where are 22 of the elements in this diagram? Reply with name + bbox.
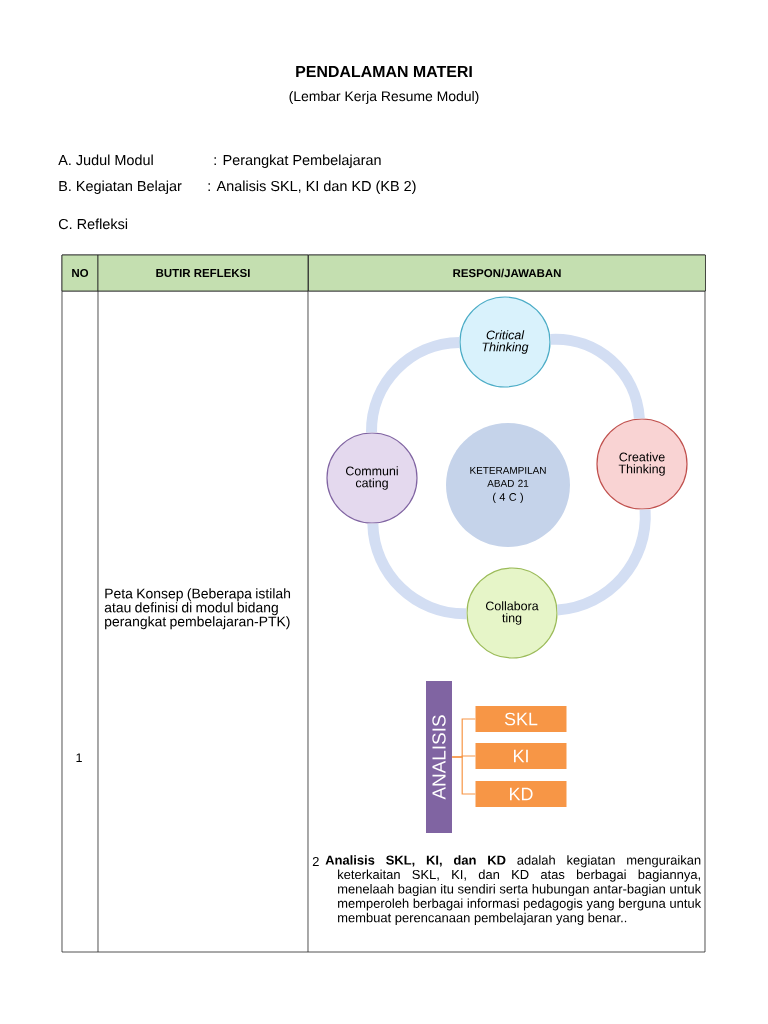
paragraph: Analisis SKL, KI, dan KD adalah kegiatan menguraikan keterkaitan SKL, KI, dan KD atas berbagai bagiannya, menelaah bagian itu sendiri serta hubungan antar-bagian untuk memperoleh berbagai informasi pedagogis yang berguna untuk membuat perencanaan pembelajaran yang benar.. <box>325 855 702 925</box>
label-box: KI <box>475 743 567 769</box>
label-box: SKL <box>475 706 567 732</box>
ring-arc <box>367 523 467 620</box>
label-box: KD <box>475 781 567 807</box>
ring-arc <box>556 509 651 616</box>
item-value: : Perangkat Pembelajaran <box>214 154 381 168</box>
header-cell: NO <box>61 254 99 292</box>
table-cell: 1 <box>76 753 82 762</box>
item-label: C. Refleksi <box>58 218 128 230</box>
ring-arc <box>550 333 645 420</box>
header-cell: RESPON/JAWABAN <box>308 254 706 292</box>
item-label: A. Judul Modul <box>58 154 153 166</box>
bracket-line <box>451 756 476 795</box>
ring-arc <box>366 337 460 433</box>
list-number: 2 <box>312 856 319 866</box>
title: PENDALAMAN MATERI <box>296 66 472 77</box>
vertical-bar: ANALISIS <box>426 681 452 833</box>
item-label: B. Kegiatan Belajar <box>59 180 182 194</box>
subtitle: (Lembar Kerja Resume Modul) <box>289 90 479 104</box>
cell-text: Peta Konsep (Beberapa istilah atau definisi di modul bidang perangkat pembelajaran-PTK) <box>104 588 290 630</box>
item-value: : Analisis SKL, KI dan KD (KB 2) <box>208 180 416 194</box>
